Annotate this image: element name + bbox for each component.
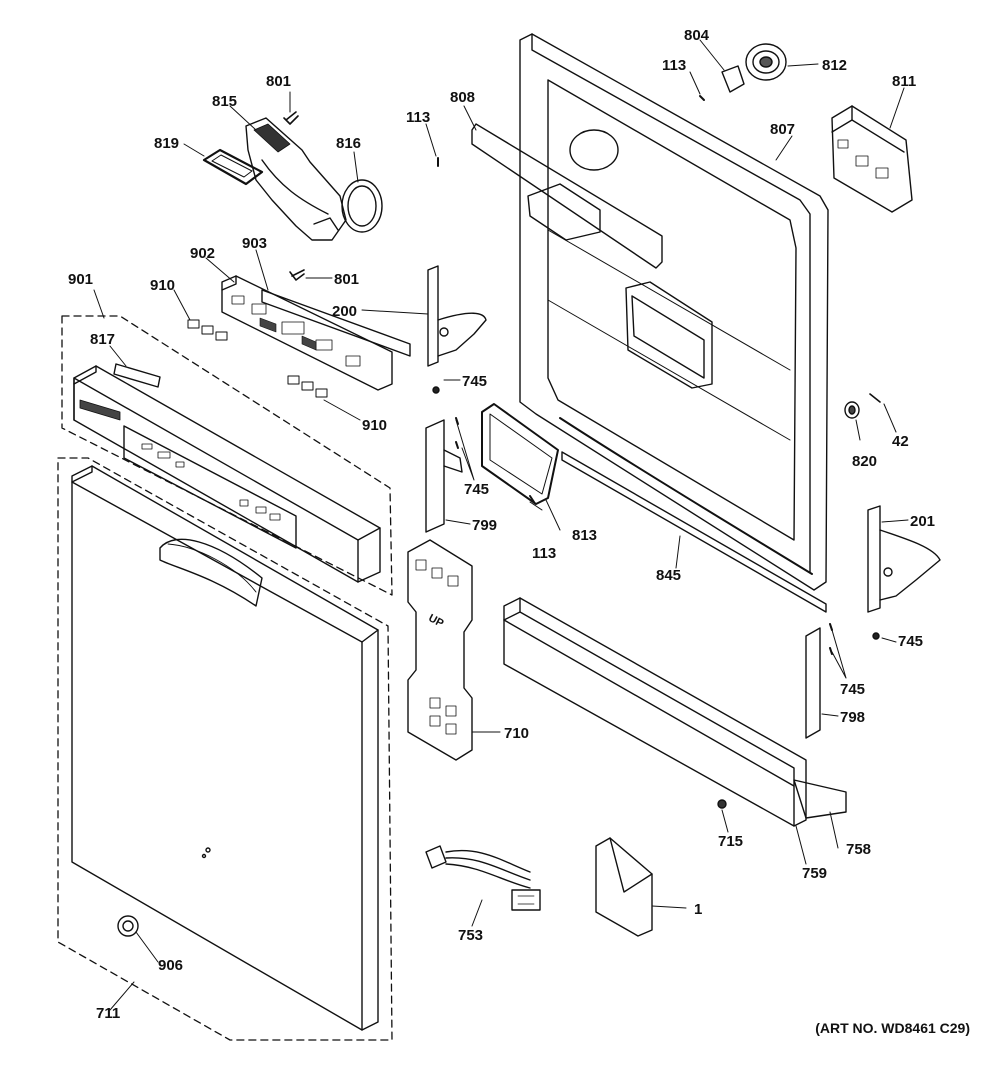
callout-113: 113 xyxy=(532,545,557,562)
part-819-gasket xyxy=(202,148,264,186)
callout-903: 903 xyxy=(242,235,268,252)
part-758-strip xyxy=(793,779,847,819)
part-811-dispenser xyxy=(831,105,913,213)
part-113-screw-b xyxy=(699,95,705,101)
callout-801: 801 xyxy=(334,271,360,288)
callout-815: 815 xyxy=(212,93,238,110)
callout-745: 745 xyxy=(898,633,924,650)
callout-817: 817 xyxy=(90,331,116,348)
callout-816: 816 xyxy=(336,135,362,152)
callout-745: 745 xyxy=(464,481,490,498)
callout-910: 910 xyxy=(362,417,388,434)
callout-906: 906 xyxy=(158,957,184,974)
callout-799: 799 xyxy=(472,517,498,534)
callout-910: 910 xyxy=(150,277,176,294)
callout-811: 811 xyxy=(892,73,917,90)
callout-745: 745 xyxy=(840,681,866,698)
part-42-screw xyxy=(869,393,881,403)
part-715-fastener xyxy=(717,799,727,809)
art-number: (ART NO. WD8461 C29) xyxy=(815,1020,970,1036)
leader-lines xyxy=(93,39,909,1011)
part-902-control-board xyxy=(221,275,393,391)
part-820-roller xyxy=(844,401,860,419)
part-804-latch xyxy=(721,65,745,93)
part-910-buttons-bottom xyxy=(287,375,328,398)
callout-113: 113 xyxy=(406,109,431,126)
callout-753: 753 xyxy=(458,927,484,944)
part-200-hinge-left xyxy=(427,265,487,367)
part-812-vent-knob xyxy=(745,43,787,81)
callout-819: 819 xyxy=(154,135,180,152)
part-845-strip xyxy=(561,451,827,613)
callout-901: 901 xyxy=(68,271,94,288)
part-903-ribbon xyxy=(261,289,411,357)
callout-113: 113 xyxy=(662,57,687,74)
part-745-screws-d xyxy=(829,623,833,655)
part-745-screw-a xyxy=(432,386,440,394)
part-753-wire-harness xyxy=(425,845,541,911)
part-759-channel xyxy=(503,597,807,827)
part-815-vent-duct xyxy=(245,117,347,241)
part-808-bracket xyxy=(471,123,663,269)
callout-1: 1 xyxy=(694,901,703,918)
door-assembly-dashed-outline xyxy=(57,457,393,1041)
part-817-trim-strip xyxy=(113,363,161,388)
part-798-bracket xyxy=(805,627,821,739)
part-801-screw-mid xyxy=(289,269,305,281)
part-745-screws-b xyxy=(455,417,459,449)
part-710-duct xyxy=(407,539,473,761)
callout-798: 798 xyxy=(840,709,866,726)
callout-201: 201 xyxy=(910,513,936,530)
part-910-buttons-top xyxy=(187,319,228,341)
callout-808: 808 xyxy=(450,89,476,106)
part-801-screw-top xyxy=(283,111,299,125)
callout-845: 845 xyxy=(656,567,682,584)
callout-759: 759 xyxy=(802,865,828,882)
callout-902: 902 xyxy=(190,245,216,262)
callout-758: 758 xyxy=(846,841,872,858)
callout-813: 813 xyxy=(572,527,598,544)
callout-812: 812 xyxy=(822,57,848,74)
callout-801: 801 xyxy=(266,73,292,90)
callout-711: 711 xyxy=(96,1005,121,1022)
part-outer-door xyxy=(71,465,379,1031)
callout-807: 807 xyxy=(770,121,796,138)
part-813-gasket xyxy=(481,403,559,505)
callout-200: 200 xyxy=(332,303,358,320)
callout-710: 710 xyxy=(504,725,530,742)
part-control-panel xyxy=(73,365,381,583)
panel-assembly-dashed-outline xyxy=(61,315,393,596)
part-1-literature-envelope xyxy=(595,837,653,937)
callout-42: 42 xyxy=(892,433,909,450)
callout-745: 745 xyxy=(462,373,488,390)
callout-820: 820 xyxy=(852,453,878,470)
part-745-screw-c xyxy=(872,632,880,640)
callout-804: 804 xyxy=(684,27,710,44)
callout-715: 715 xyxy=(718,833,744,850)
part-201-hinge-right xyxy=(867,505,941,613)
part-816-ring xyxy=(341,179,383,233)
part-807-inner-door xyxy=(519,33,829,591)
part-799-bracket xyxy=(425,419,463,533)
